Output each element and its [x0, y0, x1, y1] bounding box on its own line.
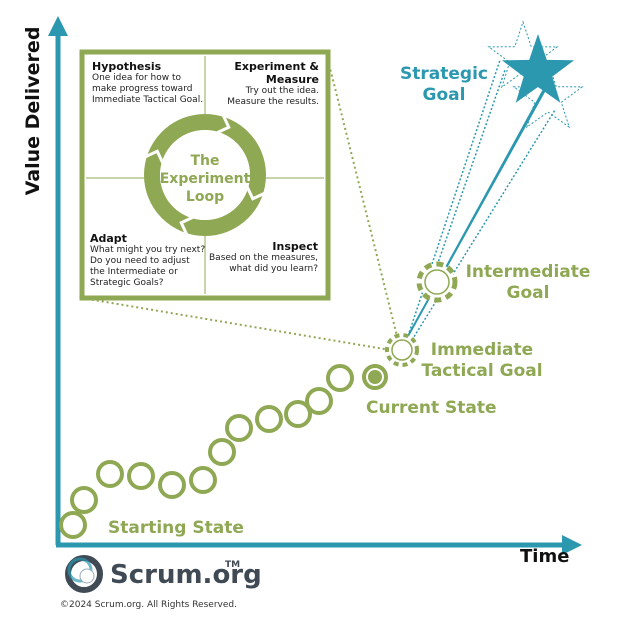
- current-state-fill: [368, 370, 382, 384]
- intermediate-goal-line-2: Goal: [506, 283, 550, 303]
- copyright-text: ©2024 Scrum.org. All Rights Reserved.: [60, 600, 237, 610]
- progress-circle: [225, 414, 253, 442]
- adapt-title: Adapt: [90, 232, 127, 245]
- hypothesis-quadrant: Hypothesis One idea for how to make prog…: [92, 60, 204, 106]
- progress-circle: [284, 400, 312, 428]
- loop-arrow: [245, 185, 267, 201]
- immediate-goal-inner: [391, 339, 413, 361]
- intermediate-goal-label: Intermediate Goal: [462, 262, 594, 304]
- x-axis-label: Time: [520, 546, 570, 567]
- strategic-goal-star-icon: [487, 20, 584, 129]
- loop-arrows-icon: [143, 113, 267, 237]
- loop-center-label: The Experiment Loop: [150, 152, 260, 206]
- adapt-line-2: Do you need to adjust: [90, 256, 190, 266]
- intermediate-goal-inner: [424, 269, 450, 295]
- experiment-title-1: Experiment &: [234, 60, 319, 73]
- inspect-line-1: Based on the measures,: [209, 253, 318, 263]
- strategic-goal-line-1: Strategic: [400, 64, 488, 84]
- scrum-org-logo-icon: [65, 555, 103, 593]
- inspect-title: Inspect: [272, 240, 318, 253]
- current-state-label: Current State: [366, 398, 497, 418]
- adapt-line-1: What might you try next?: [90, 245, 206, 255]
- experiment-line-2: Measure the results.: [227, 97, 319, 107]
- progress-circle: [127, 462, 155, 490]
- immediate-goal-line-2: Tactical Goal: [421, 361, 543, 381]
- progress-circle: [59, 511, 87, 539]
- progress-circles: [59, 364, 354, 539]
- y-axis-arrow-icon: [48, 16, 68, 36]
- hypothesis-line-3: Immediate Tactical Goal.: [92, 95, 204, 105]
- loop-ring: [144, 114, 266, 236]
- zoom-line-top: [327, 59, 399, 341]
- progress-circle: [208, 438, 236, 466]
- zoom-line-bottom: [81, 297, 391, 351]
- immediate-goal-line-1: Immediate: [430, 340, 534, 360]
- immediate-goal-label: Immediate Tactical Goal: [418, 340, 546, 382]
- loop-arrow: [215, 113, 231, 135]
- adapt-quadrant: Adapt What might you try next? Do you ne…: [90, 232, 208, 289]
- logo-tm: TM: [225, 560, 241, 570]
- progress-circle: [255, 405, 283, 433]
- strategic-goal-label: Strategic Goal: [392, 64, 496, 106]
- progress-circle: [70, 486, 98, 514]
- strategic-goal-line-2: Goal: [422, 85, 466, 105]
- hypothesis-line-2: make progress toward: [92, 84, 193, 94]
- progress-circle: [158, 471, 186, 499]
- hypothesis-line-1: One idea for how to: [92, 73, 182, 83]
- loop-label-line-1: The: [190, 153, 220, 169]
- y-axis-label: Value Delivered: [22, 26, 44, 196]
- hypothesis-title: Hypothesis: [92, 60, 162, 73]
- x-axis-arrow-icon: [562, 535, 582, 555]
- axes: [48, 16, 582, 555]
- progress-circle: [96, 460, 124, 488]
- experiment-line-1: Try out the idea.: [245, 86, 319, 96]
- inspect-quadrant: Inspect Based on the measures, what did …: [206, 240, 318, 275]
- intermediate-goal-line-1: Intermediate: [465, 262, 591, 282]
- loop-label-line-2: Experiment: [159, 171, 251, 187]
- progress-circle: [326, 364, 354, 392]
- current-state-marker: [362, 364, 388, 390]
- progress-circle: [305, 387, 333, 415]
- loop-arrow: [179, 215, 195, 237]
- experiment-title-2: Measure: [265, 73, 319, 86]
- inspect-line-2: what did you learn?: [229, 264, 318, 274]
- adapt-line-4: Strategic Goals?: [90, 278, 164, 288]
- experiment-quadrant: Experiment & Measure Try out the idea. M…: [205, 60, 319, 108]
- experiment-loop-box: [79, 49, 331, 301]
- loop-arrow: [143, 149, 165, 165]
- loop-label-line-3: Loop: [185, 189, 225, 205]
- adapt-line-3: the Intermediate or: [90, 267, 178, 277]
- starting-state-label: Starting State: [108, 518, 244, 538]
- logo-text: Scrum.org: [110, 560, 262, 590]
- progress-circle: [189, 466, 217, 494]
